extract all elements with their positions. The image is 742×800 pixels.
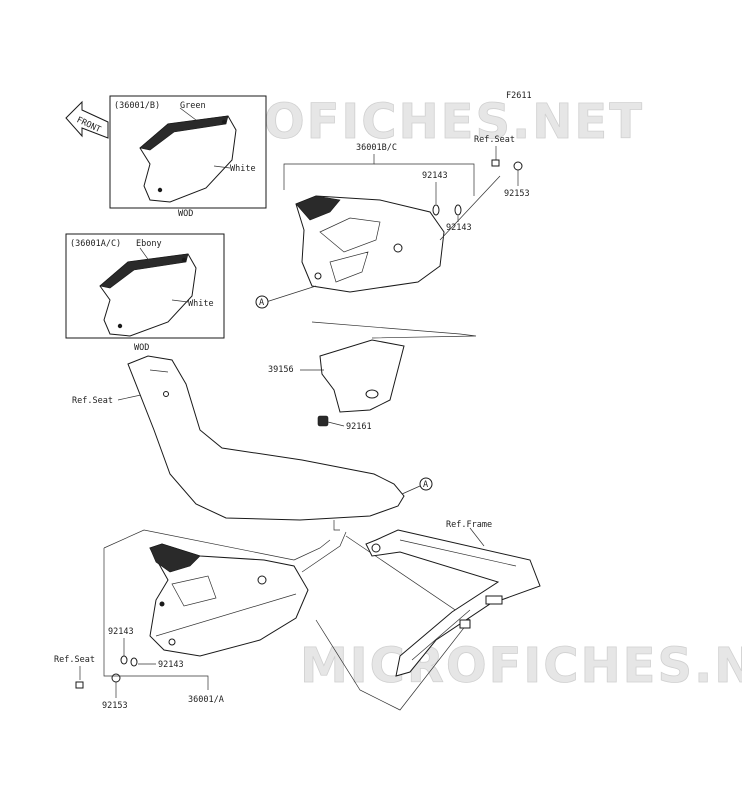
label-36001a: 36001/A	[188, 695, 224, 705]
side-cover-36001a	[103, 529, 331, 664]
watermark-bottom: MICROFICHES.NET	[300, 638, 742, 694]
label-ref-seat-bottom: Ref.Seat	[54, 655, 95, 665]
label-92143-a: 92143	[422, 171, 448, 181]
label-ref-frame: Ref.Frame	[446, 520, 492, 530]
side-cover-36001bc: 36001B/C	[265, 143, 501, 303]
inset-c-model: WOD	[134, 343, 149, 353]
seat-assembly: Ref.Seat A	[72, 355, 433, 531]
figure-code: F2611	[506, 91, 532, 101]
label-92143-d: 92143	[158, 660, 184, 670]
inset-36001ac: (36001A/C) Ebony White WOD	[65, 233, 225, 353]
inset-b-color-top: Green	[180, 101, 206, 111]
callout-a-lower	[419, 477, 433, 491]
label-92161: 92161	[346, 422, 372, 432]
label-92143-c: 92143	[108, 627, 134, 637]
callout-a-upper	[255, 295, 269, 309]
label-92153-bottom: 92153	[102, 701, 128, 711]
inset-b-model: WOD	[178, 209, 193, 219]
inset-c-title: (36001A/C)	[70, 239, 121, 249]
label-ref-seat-mid: Ref.Seat	[72, 396, 113, 406]
label-ref-seat-top: Ref.Seat	[474, 135, 515, 145]
front-arrow-icon: FRONT	[65, 100, 109, 139]
rear-frame: Ref.Frame	[365, 520, 541, 677]
inset-36001b: (36001/B) Green White WOD	[109, 95, 267, 219]
callout-a-lower-label: A	[423, 480, 428, 490]
label-36001bc: 36001B/C	[356, 143, 397, 153]
callout-a-upper-label: A	[259, 298, 264, 308]
label-39156: 39156	[268, 365, 294, 375]
inset-b-color-body: White	[230, 164, 256, 174]
inset-c-color-body: White	[188, 299, 214, 309]
label-92143-b: 92143	[446, 223, 472, 233]
inset-c-color-top: Ebony	[136, 239, 162, 249]
pad-39156: 39156	[268, 339, 405, 413]
inset-b-title: (36001/B)	[114, 101, 160, 111]
label-92153-top: 92153	[504, 189, 530, 199]
